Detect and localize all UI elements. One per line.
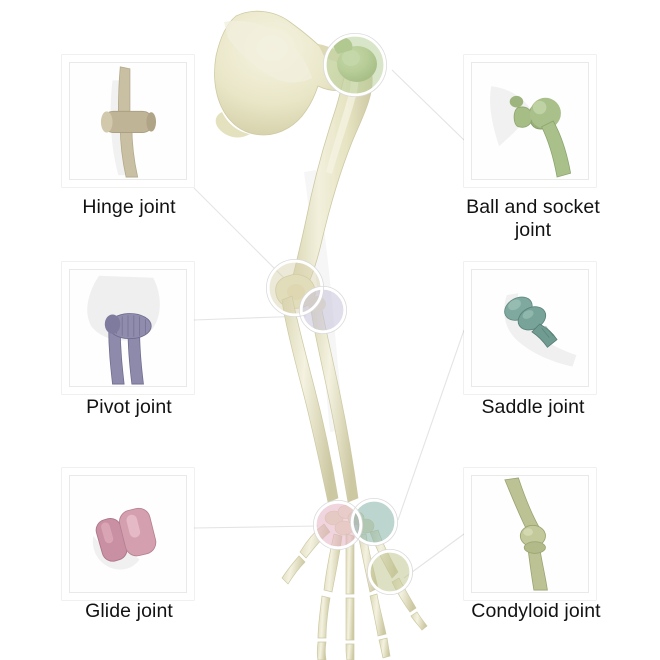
marker-pivot [299, 286, 347, 334]
callout-panel-glide[interactable] [62, 468, 194, 600]
callout-panel-hinge[interactable] [62, 55, 194, 187]
callout-image-glide [69, 475, 187, 593]
ulna [281, 295, 339, 503]
joint-highlight-rings [266, 33, 413, 595]
scapula [214, 10, 359, 138]
callout-image-saddle [471, 269, 589, 387]
callout-image-hinge [69, 62, 187, 180]
marker-glide [313, 500, 363, 550]
callout-image-ball-and-socket [471, 62, 589, 180]
caption-hinge: Hinge joint [82, 196, 176, 218]
leader-line-condyloid [403, 533, 465, 579]
callout-panel-condyloid[interactable] [464, 468, 596, 600]
leader-line-hinge [193, 187, 299, 293]
joint-highlight-tints [268, 35, 411, 593]
callout-panel-ball-and-socket[interactable] [464, 55, 596, 187]
caption-condyloid: Condyloid joint [471, 600, 601, 622]
callout-panel-saddle[interactable] [464, 262, 596, 394]
marker-saddle [350, 498, 398, 546]
caption-pivot: Pivot joint [86, 396, 172, 418]
leader-line-ball-and-socket [391, 69, 465, 141]
caption-glide: Glide joint [85, 600, 173, 622]
callout-panel-pivot[interactable] [62, 262, 194, 394]
marker-ball-and-socket [323, 33, 387, 97]
callout-image-pivot [69, 269, 187, 387]
marker-condyloid [367, 549, 413, 595]
callout-image-condyloid [471, 475, 589, 593]
phalanges [281, 555, 428, 660]
leader-line-glide [193, 525, 319, 529]
leader-line-saddle [397, 329, 465, 521]
joint-ring-outlines [265, 33, 413, 596]
leader-lines [193, 69, 465, 579]
caption-saddle: Saddle joint [481, 396, 585, 418]
caption-ball-and-socket: Ball and socket joint [466, 196, 600, 241]
